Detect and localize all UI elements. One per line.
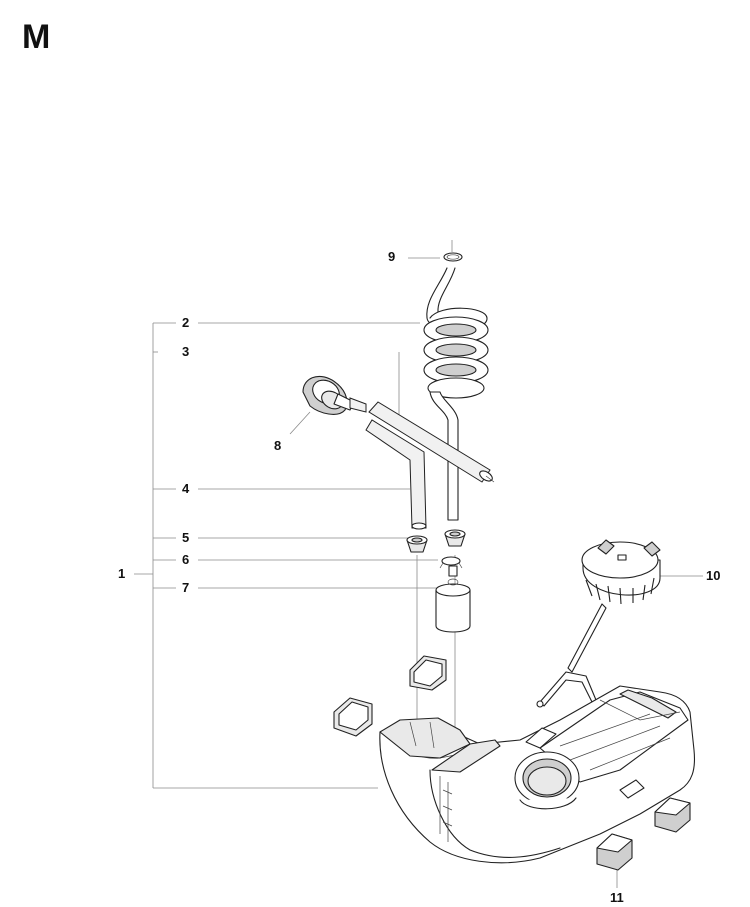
callout-2: 2 (182, 315, 189, 330)
callout-6: 6 (182, 552, 189, 567)
part-5-grommets (406, 529, 466, 553)
callout-4: 4 (182, 481, 190, 496)
part-2-coiled-hose (423, 267, 489, 521)
part-7-fuel-filter (435, 565, 471, 633)
part-9-ring (443, 252, 463, 262)
callout-5: 5 (182, 530, 189, 545)
fuel-tank (379, 685, 696, 864)
callout-9: 9 (388, 249, 395, 264)
callout-10: 10 (706, 568, 720, 583)
part-6-hose-clamp (439, 556, 463, 569)
callout-labels: 9 2 3 8 4 5 6 1 7 10 11 (118, 249, 720, 905)
part-10-fuel-cap (536, 539, 661, 708)
callout-8: 8 (274, 438, 281, 453)
callout-7: 7 (182, 580, 189, 595)
part-8-tank-vent (302, 375, 367, 415)
section-letter: M (22, 18, 51, 56)
callout-1: 1 (118, 566, 125, 581)
part-11-rubber-mounts (333, 655, 691, 871)
callout-11: 11 (610, 890, 624, 905)
callout-3: 3 (182, 344, 189, 359)
part-4-elbow-hose (365, 419, 427, 530)
part-3-straight-hose (368, 401, 495, 483)
